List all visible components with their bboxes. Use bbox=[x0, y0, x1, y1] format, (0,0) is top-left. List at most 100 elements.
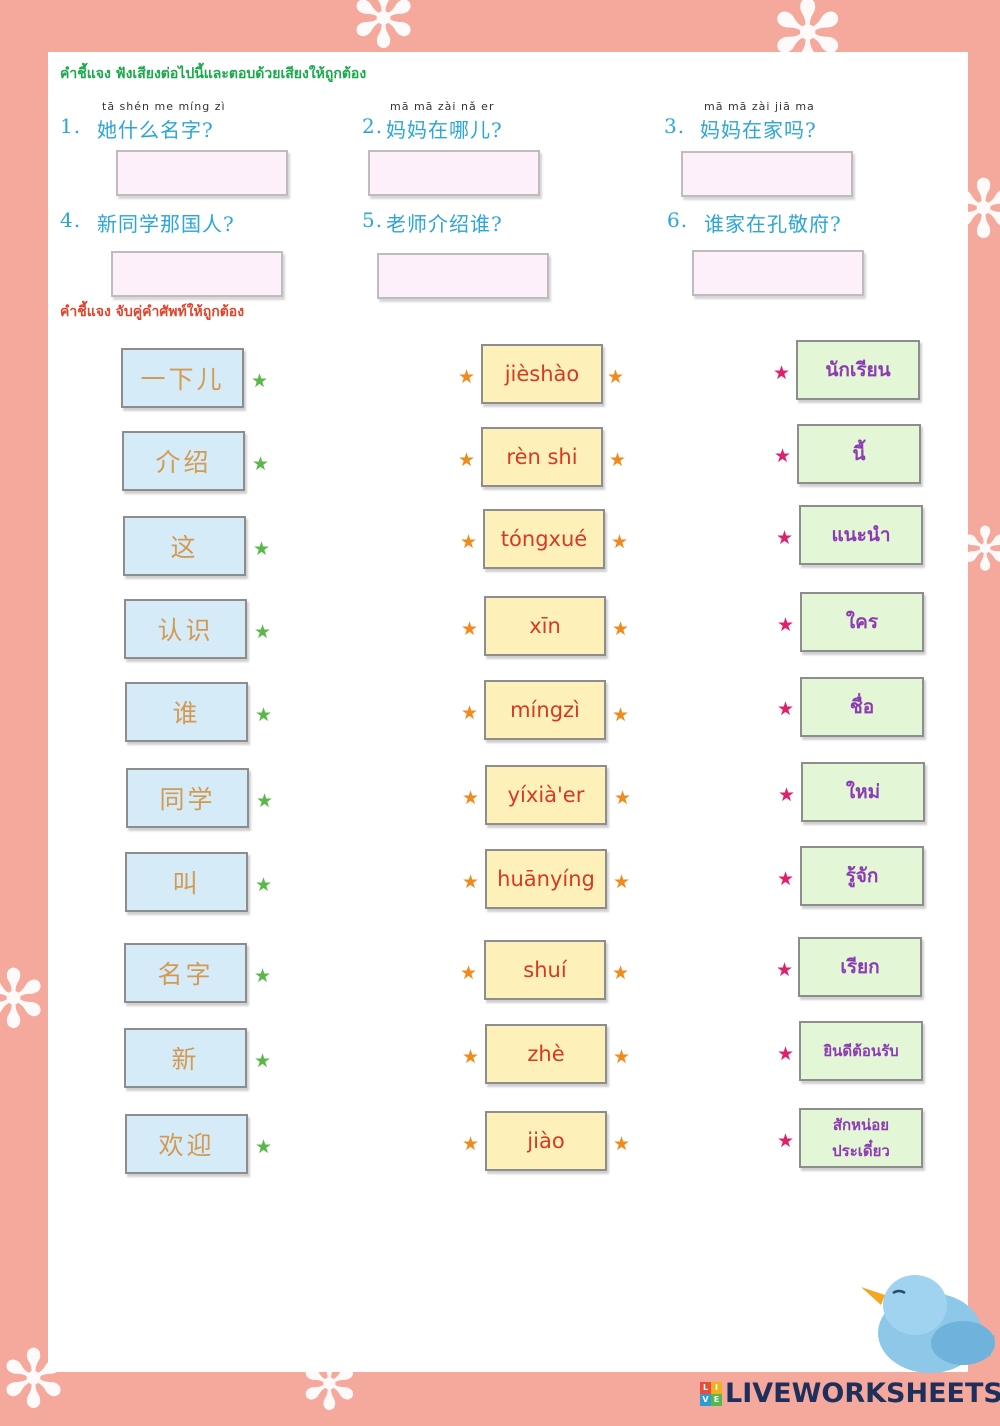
listen-instruction: คำชี้แจง ฟังเสียงต่อไปนี้และตอบด้วยเสียง… bbox=[60, 66, 367, 82]
thai-word-card: ใคร bbox=[800, 592, 924, 652]
question-text: 谁家在孔敬府? bbox=[704, 212, 842, 236]
thai-word-card: ใหม่ bbox=[801, 762, 925, 822]
logo-letter: I bbox=[711, 1381, 722, 1394]
star-connector-icon[interactable]: ★ bbox=[776, 527, 794, 549]
star-connector-icon[interactable]: ★ bbox=[253, 538, 271, 560]
star-connector-icon[interactable]: ★ bbox=[458, 366, 476, 388]
chinese-word-card: 叫 bbox=[125, 852, 248, 912]
star-connector-icon[interactable]: ★ bbox=[776, 959, 794, 981]
chinese-word-card: 一下儿 bbox=[121, 348, 244, 408]
pinyin-word-card: zhè bbox=[485, 1024, 607, 1084]
question-number: 1. bbox=[60, 114, 82, 138]
question-number: 2. bbox=[362, 114, 384, 138]
answer-box-1[interactable] bbox=[116, 150, 288, 196]
star-connector-icon[interactable]: ★ bbox=[462, 787, 480, 809]
star-connector-icon[interactable]: ★ bbox=[254, 621, 272, 643]
star-connector-icon[interactable]: ★ bbox=[462, 1133, 480, 1155]
star-connector-icon[interactable]: ★ bbox=[777, 698, 795, 720]
liveworksheets-logo: L I V E LIVEWORKSHEETS bbox=[700, 1378, 1000, 1409]
question-text: 新同学那国人? bbox=[97, 212, 235, 236]
answer-box-5[interactable] bbox=[377, 253, 549, 299]
question-text: 妈妈在哪儿? bbox=[386, 118, 503, 142]
chinese-word-card: 新 bbox=[124, 1028, 247, 1088]
star-connector-icon[interactable]: ★ bbox=[458, 449, 476, 471]
flower-decoration: ✻ bbox=[350, 0, 418, 66]
pinyin-word-card: míngzì bbox=[484, 680, 606, 740]
thai-word-card: สักหน่อย ประเดี๋ยว bbox=[799, 1108, 923, 1168]
star-connector-icon[interactable]: ★ bbox=[460, 962, 478, 984]
star-connector-icon[interactable]: ★ bbox=[462, 1046, 480, 1068]
question-pinyin: tā shén me míng zì bbox=[102, 100, 226, 113]
question-text: 她什么名字? bbox=[97, 118, 214, 142]
star-connector-icon[interactable]: ★ bbox=[255, 1136, 273, 1158]
star-connector-icon[interactable]: ★ bbox=[256, 790, 274, 812]
chinese-word-card: 名字 bbox=[124, 943, 247, 1003]
star-connector-icon[interactable]: ★ bbox=[254, 965, 272, 987]
answer-box-4[interactable] bbox=[111, 251, 283, 297]
thai-word-card: เรียก bbox=[798, 937, 922, 997]
answer-box-2[interactable] bbox=[368, 150, 540, 196]
logo-letter: L bbox=[700, 1381, 711, 1394]
question-number: 5. bbox=[362, 208, 384, 232]
chinese-word-card: 这 bbox=[123, 516, 246, 576]
pinyin-word-card: tóngxué bbox=[483, 509, 605, 569]
star-connector-icon[interactable]: ★ bbox=[612, 618, 630, 640]
star-connector-icon[interactable]: ★ bbox=[612, 962, 630, 984]
question-text: 老师介绍谁? bbox=[386, 212, 503, 236]
star-connector-icon[interactable]: ★ bbox=[613, 1133, 631, 1155]
star-connector-icon[interactable]: ★ bbox=[255, 704, 273, 726]
star-connector-icon[interactable]: ★ bbox=[778, 784, 796, 806]
bird-icon bbox=[861, 1275, 995, 1373]
star-connector-icon[interactable]: ★ bbox=[777, 1043, 795, 1065]
answer-box-6[interactable] bbox=[692, 250, 864, 296]
pinyin-word-card: xīn bbox=[484, 596, 606, 656]
question-text: 妈妈在家吗? bbox=[700, 118, 817, 142]
answer-box-3[interactable] bbox=[681, 151, 853, 197]
flower-decoration: ✻ bbox=[0, 953, 48, 1046]
star-connector-icon[interactable]: ★ bbox=[254, 1050, 272, 1072]
star-connector-icon[interactable]: ★ bbox=[777, 1130, 795, 1152]
star-connector-icon[interactable]: ★ bbox=[461, 702, 479, 724]
question-number: 6. bbox=[667, 208, 689, 232]
star-connector-icon[interactable]: ★ bbox=[613, 871, 631, 893]
question-number: 4. bbox=[60, 208, 82, 232]
star-connector-icon[interactable]: ★ bbox=[774, 445, 792, 467]
brand-logo-icon: L I V E bbox=[700, 1381, 722, 1406]
star-connector-icon[interactable]: ★ bbox=[777, 868, 795, 890]
star-connector-icon[interactable]: ★ bbox=[461, 618, 479, 640]
chinese-word-card: 认识 bbox=[124, 599, 247, 659]
thai-word-card: แนะนำ bbox=[799, 505, 923, 565]
chinese-word-card: 欢迎 bbox=[125, 1114, 248, 1174]
thai-word-card: ชื่อ bbox=[800, 677, 924, 737]
star-connector-icon[interactable]: ★ bbox=[251, 370, 269, 392]
star-connector-icon[interactable]: ★ bbox=[613, 1046, 631, 1068]
star-connector-icon[interactable]: ★ bbox=[773, 362, 791, 384]
question-pinyin: mā mā zài jiā ma bbox=[704, 100, 815, 113]
question-number: 3. bbox=[664, 114, 686, 138]
star-connector-icon[interactable]: ★ bbox=[460, 531, 478, 553]
chinese-word-card: 介绍 bbox=[122, 431, 245, 491]
pinyin-word-card: jiào bbox=[485, 1111, 607, 1171]
star-connector-icon[interactable]: ★ bbox=[609, 449, 627, 471]
pinyin-word-card: huānyíng bbox=[485, 849, 607, 909]
brand-name: LIVEWORKSHEETS bbox=[725, 1378, 1000, 1409]
star-connector-icon[interactable]: ★ bbox=[614, 787, 632, 809]
chinese-word-card: 谁 bbox=[125, 682, 248, 742]
thai-word-card: รู้จัก bbox=[800, 846, 924, 906]
pinyin-word-card: shuí bbox=[484, 940, 606, 1000]
pinyin-word-card: yíxià'er bbox=[485, 765, 607, 825]
star-connector-icon[interactable]: ★ bbox=[611, 531, 629, 553]
pinyin-word-card: jièshào bbox=[481, 344, 603, 404]
star-connector-icon[interactable]: ★ bbox=[252, 453, 270, 475]
star-connector-icon[interactable]: ★ bbox=[777, 614, 795, 636]
star-connector-icon[interactable]: ★ bbox=[607, 366, 625, 388]
star-connector-icon[interactable]: ★ bbox=[462, 871, 480, 893]
star-connector-icon[interactable]: ★ bbox=[612, 704, 630, 726]
chinese-word-card: 同学 bbox=[126, 768, 249, 828]
pinyin-word-card: rèn shi bbox=[481, 427, 603, 487]
match-instruction: คำชี้แจง จับคู่คำศัพท์ให้ถูกต้อง bbox=[60, 304, 245, 320]
logo-letter: E bbox=[711, 1393, 722, 1406]
star-connector-icon[interactable]: ★ bbox=[255, 874, 273, 896]
thai-word-card: ยินดีต้อนรับ bbox=[799, 1021, 923, 1081]
thai-word-card: นี้ bbox=[797, 424, 921, 484]
